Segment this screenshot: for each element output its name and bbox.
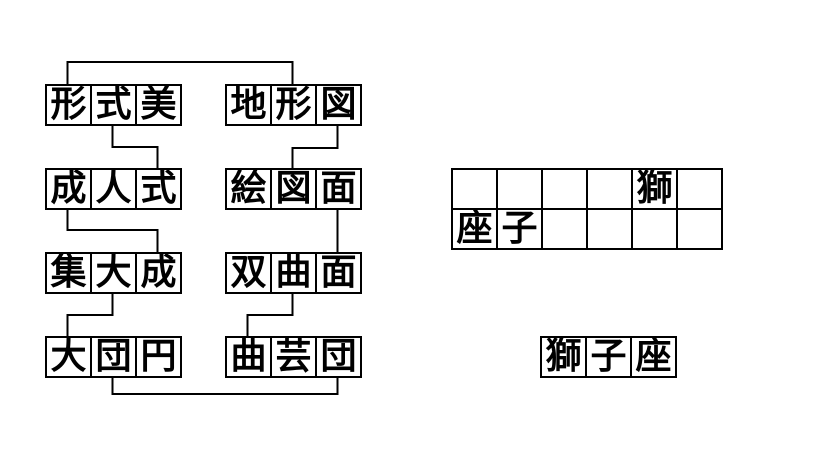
connector-shiki [111, 126, 159, 168]
answer-grid-cell[interactable] [451, 168, 498, 210]
answer-grid-cell[interactable] [541, 168, 588, 210]
answer-word-box-shishiza: 獅 子 座 [540, 336, 677, 378]
kanji-cell: 座 [630, 336, 677, 378]
word-box-seijinshiki: 成 人 式 [45, 168, 182, 210]
kanji-cell: 円 [135, 336, 182, 378]
word-box-shuutaisei: 集 大 成 [45, 252, 182, 294]
connector-sei [66, 210, 159, 252]
word-box-keishikibi: 形 式 美 [45, 84, 182, 126]
kanji-cell: 曲 [270, 252, 317, 294]
kanji-cell: 式 [90, 84, 137, 126]
kanji-cell: 大 [45, 336, 92, 378]
kanji-cell: 大 [90, 252, 137, 294]
kanji-cell: 美 [135, 84, 182, 126]
answer-grid-cell[interactable] [586, 208, 633, 250]
connector-zu [291, 126, 339, 168]
answer-grid-cell[interactable]: 座 [451, 208, 498, 250]
kanji-cell: 式 [135, 168, 182, 210]
word-box-daidanen: 大 団 円 [45, 336, 182, 378]
connector-dan-bottom [111, 378, 339, 395]
answer-grid-row: 獅 [451, 168, 723, 210]
answer-grid-cell[interactable]: 子 [496, 208, 543, 250]
kanji-cell: 形 [270, 84, 317, 126]
connector-katachi-top [66, 61, 294, 84]
answer-grid-cell[interactable] [586, 168, 633, 210]
kanji-cell: 子 [585, 336, 632, 378]
word-box-ezumen: 絵 図 面 [225, 168, 362, 210]
kanji-cell: 面 [315, 168, 362, 210]
kanji-cell: 団 [90, 336, 137, 378]
word-box-soukyokumen: 双 曲 面 [225, 252, 362, 294]
word-box-kyokugeidan: 曲 芸 団 [225, 336, 362, 378]
connector-kyoku [246, 294, 294, 336]
kanji-cell: 図 [315, 84, 362, 126]
answer-grid-cell[interactable] [541, 208, 588, 250]
kanji-cell: 図 [270, 168, 317, 210]
word-box-chikeizu: 地 形 図 [225, 84, 362, 126]
kanji-cell: 地 [225, 84, 272, 126]
answer-grid-cell[interactable] [676, 168, 723, 210]
kanji-cell: 集 [45, 252, 92, 294]
answer-grid-cell[interactable] [496, 168, 543, 210]
kanji-cell: 双 [225, 252, 272, 294]
answer-grid: 獅 座 子 [451, 168, 723, 250]
kanji-cell: 芸 [270, 336, 317, 378]
kanji-cell: 絵 [225, 168, 272, 210]
kanji-cell: 獅 [540, 336, 587, 378]
answer-grid-row: 座 子 [451, 208, 723, 250]
kanji-cell: 団 [315, 336, 362, 378]
kanji-cell: 成 [45, 168, 92, 210]
answer-grid-cell[interactable] [676, 208, 723, 250]
kanji-cell: 面 [315, 252, 362, 294]
kanji-cell: 形 [45, 84, 92, 126]
answer-grid-cell[interactable]: 獅 [631, 168, 678, 210]
answer-grid-cell[interactable] [631, 208, 678, 250]
kanji-cell: 曲 [225, 336, 272, 378]
kanji-cell: 人 [90, 168, 137, 210]
connector-dai [66, 294, 114, 336]
kanji-cell: 成 [135, 252, 182, 294]
